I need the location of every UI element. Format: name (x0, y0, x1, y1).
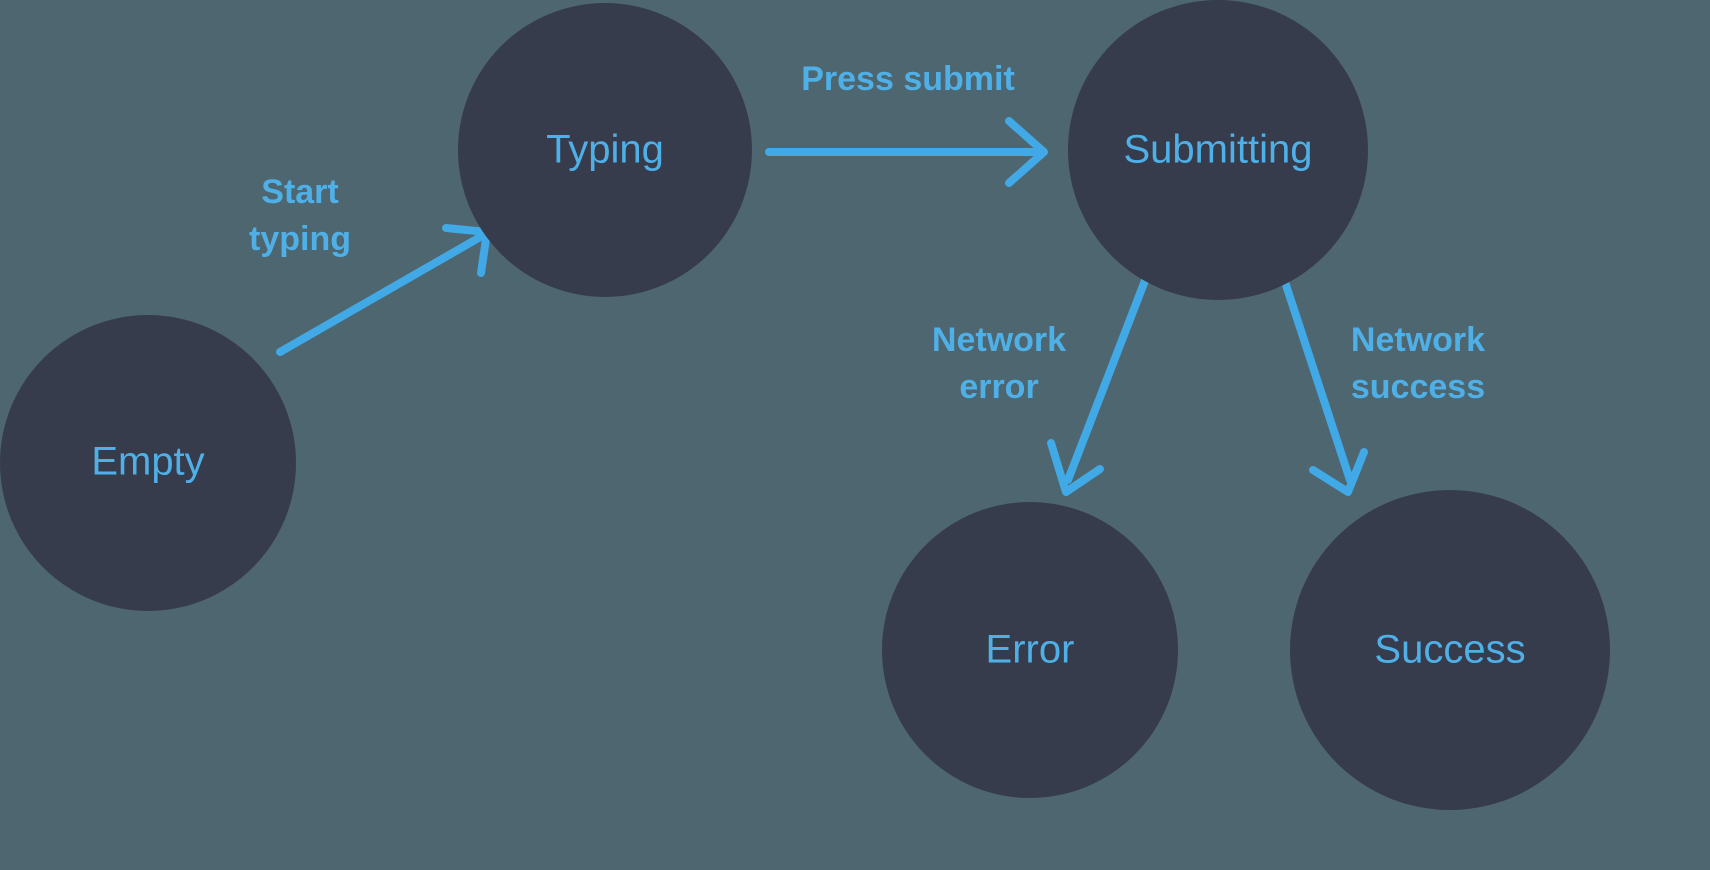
node-empty-circle[interactable] (0, 315, 296, 611)
edge-submitting-to-success-line (1282, 281, 1354, 484)
edge-submitting-to-error-arrowhead (1047, 439, 1104, 496)
edge-submitting-to-success-label-line-1: Network (1351, 321, 1485, 359)
node-typing-circle[interactable] (458, 3, 752, 297)
edge-submitting-to-success: Network success (1282, 281, 1485, 496)
edge-typing-to-submitting: Press submit (765, 60, 1048, 187)
edge-empty-to-typing-label-line-2: typing (249, 220, 351, 258)
node-submitting-label: Submitting (1124, 128, 1313, 172)
edge-empty-to-typing-line (276, 232, 486, 356)
edge-submitting-to-error-label-line-1: Network (932, 321, 1066, 359)
node-submitting[interactable]: Submitting (1068, 0, 1368, 300)
edge-submitting-to-error: Network error (932, 274, 1150, 496)
edge-typing-to-submitting-label: Press submit (801, 60, 1015, 98)
node-success-label: Success (1374, 628, 1525, 672)
node-empty[interactable]: Empty (0, 315, 296, 611)
node-success[interactable]: Success (1290, 490, 1610, 810)
node-empty-label: Empty (91, 440, 204, 484)
node-typing-label: Typing (546, 128, 664, 172)
edge-submitting-to-error-line (1064, 274, 1150, 484)
node-submitting-circle[interactable] (1068, 0, 1368, 300)
node-error[interactable]: Error (882, 502, 1178, 798)
node-error-label: Error (986, 628, 1075, 672)
edge-submitting-to-error-label-line-2: error (959, 368, 1038, 406)
node-success-circle[interactable] (1290, 490, 1610, 810)
edge-submitting-to-success-arrowhead (1309, 448, 1368, 496)
node-error-circle[interactable] (882, 502, 1178, 798)
edge-empty-to-typing-label-line-1: Start (261, 173, 338, 211)
edge-typing-to-submitting-arrowhead (1005, 117, 1048, 187)
edge-submitting-to-success-label-line-2: success (1351, 368, 1485, 406)
edge-empty-to-typing: Start typing (249, 173, 491, 356)
node-typing[interactable]: Typing (458, 3, 752, 297)
